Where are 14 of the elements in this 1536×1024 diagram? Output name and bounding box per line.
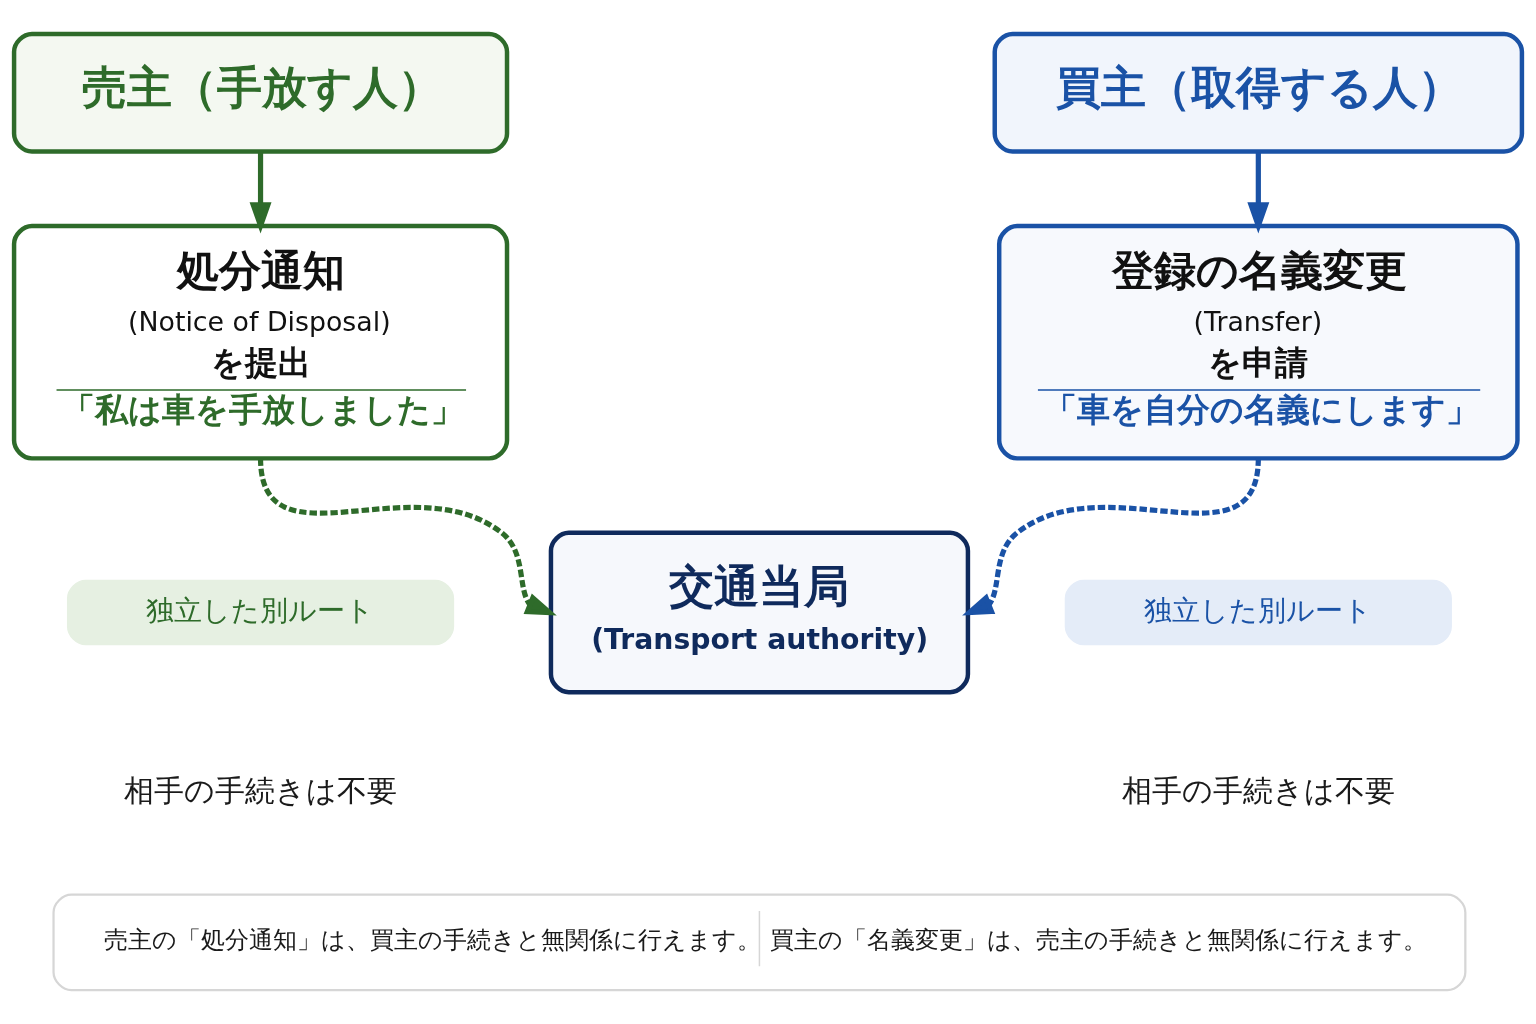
- node-box: 処分通知 (Notice of Disposal) を提出 「私は車を手放しました」: [11, 223, 510, 461]
- node-box: 売主（手放す人）: [11, 31, 510, 154]
- arrow: [962, 458, 1261, 616]
- node-box: 独立した別ルート: [1064, 579, 1452, 646]
- node-box: 買主（取得する人）: [992, 31, 1525, 154]
- node-box: 独立した別ルート: [66, 579, 455, 646]
- node-box: 売主の「処分通知」は、買主の手続きと無関係に行えます。 買主の「名義変更」は、売主の手続きと無関係に行えます。: [52, 893, 1467, 992]
- node-box: 交通当局 (Transport authority): [548, 530, 971, 695]
- arrow: [249, 152, 272, 234]
- node-box: 登録の名義変更 (Transfer) を申請 「車を自分の名義にします」: [996, 223, 1520, 461]
- arrow: [1247, 152, 1270, 234]
- label: 相手の手続きは不要: [124, 772, 398, 808]
- arrow: [257, 458, 557, 616]
- label: 相手の手続きは不要: [1122, 772, 1396, 808]
